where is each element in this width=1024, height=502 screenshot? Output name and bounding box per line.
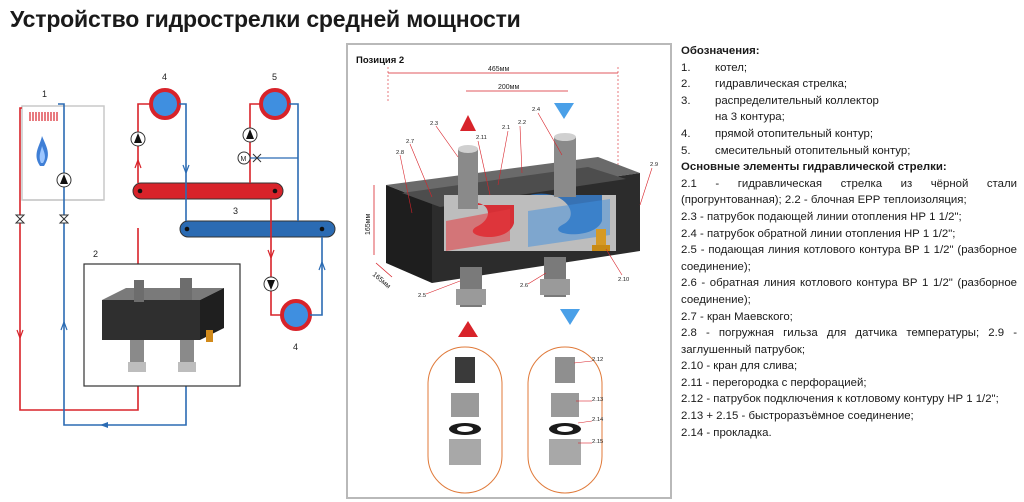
- element-item: 2.13 + 2.15 - быстроразъёмное соединение…: [681, 410, 914, 423]
- element-item: 2.5 - подающая линия котлового контура В…: [681, 244, 1017, 273]
- callout-2-2: 2.2: [518, 120, 526, 126]
- panel-title: Позиция 2: [356, 55, 404, 66]
- element-item: 2.12 - патрубок подключения к котловому …: [681, 393, 999, 406]
- callout-2-8: 2.8: [396, 150, 404, 156]
- elements-header: Основные элементы гидравлической стрелки…: [681, 161, 947, 174]
- label-boiler: 1: [42, 89, 47, 99]
- separator-detail-drawing: Позиция 2 465мм 200мм 165мм 165мм: [356, 55, 658, 494]
- legend-header: Обозначения:: [681, 45, 760, 57]
- element-item: 2.8 - погружная гильза для датчика темпе…: [681, 327, 1017, 356]
- svg-text:M: M: [241, 156, 247, 163]
- callout-2-10: 2.10: [618, 277, 629, 283]
- label-separator: 2: [93, 249, 98, 259]
- label-circuit-4a: 4: [162, 72, 167, 82]
- callout-2-7: 2.7: [406, 139, 414, 145]
- dim-165-vertical: 165мм: [365, 214, 372, 235]
- callout-2-12: 2.12: [592, 357, 603, 363]
- legend-item: 4.прямой отопительный контур;: [681, 127, 874, 140]
- dim-200: 200мм: [498, 84, 519, 91]
- position-2-panel: Позиция 2 465мм 200мм 165мм 165мм: [346, 43, 672, 499]
- element-item: 2.7 - кран Маевского;: [681, 310, 793, 323]
- callout-2-9: 2.9: [650, 162, 658, 168]
- callout-2-11: 2.11: [476, 135, 487, 141]
- callout-2-14: 2.14: [592, 417, 604, 423]
- callout-2-13: 2.13: [592, 397, 603, 403]
- callout-2-15: 2.15: [592, 439, 603, 445]
- label-circuit-4b: 4: [293, 342, 298, 352]
- element-item: 2.6 - обратная линия котлового контура В…: [681, 277, 1017, 306]
- fitting-exploded-right: [527, 346, 603, 494]
- legend-item: 5.смесительный отопительный контур;: [681, 144, 911, 157]
- label-circuit-5: 5: [272, 72, 277, 82]
- element-item: 2.3 - патрубок подающей линии отопления …: [681, 210, 962, 223]
- callout-2-5: 2.5: [418, 293, 426, 299]
- legend-item: 2.гидравлическая стрелка;: [681, 78, 848, 91]
- legend-item: на 3 контура;: [715, 111, 785, 124]
- page-title: Устройство гидрострелки средней мощности: [10, 6, 521, 32]
- separator-drawing: [102, 278, 224, 372]
- callout-2-1: 2.1: [502, 125, 510, 131]
- label-collector: 3: [233, 206, 238, 216]
- element-item: 2.4 - патрубок обратной линии отопления …: [681, 227, 956, 240]
- heating-schema: 1 2 3 4 5 M: [14, 72, 336, 428]
- element-item: 2.1 - гидравлическая стрелка из чёрной с…: [681, 177, 1017, 207]
- element-item: 2.11 - перегородка с перфорацией;: [681, 376, 867, 389]
- legend: Обозначения: 1.котел; 2.гидравлическая с…: [681, 43, 1017, 441]
- legend-item: 3.распределительный коллектор: [681, 94, 879, 107]
- legend-item: 1.котел;: [681, 61, 748, 74]
- callout-2-4: 2.4: [532, 107, 541, 113]
- element-item: 2.10 - кран для слива;: [681, 360, 798, 373]
- callout-2-6: 2.6: [520, 283, 528, 289]
- element-item: 2.14 - прокладка.: [681, 426, 772, 439]
- fitting-exploded-left: [427, 346, 503, 494]
- dim-465: 465мм: [488, 66, 509, 73]
- callout-2-3: 2.3: [430, 121, 438, 127]
